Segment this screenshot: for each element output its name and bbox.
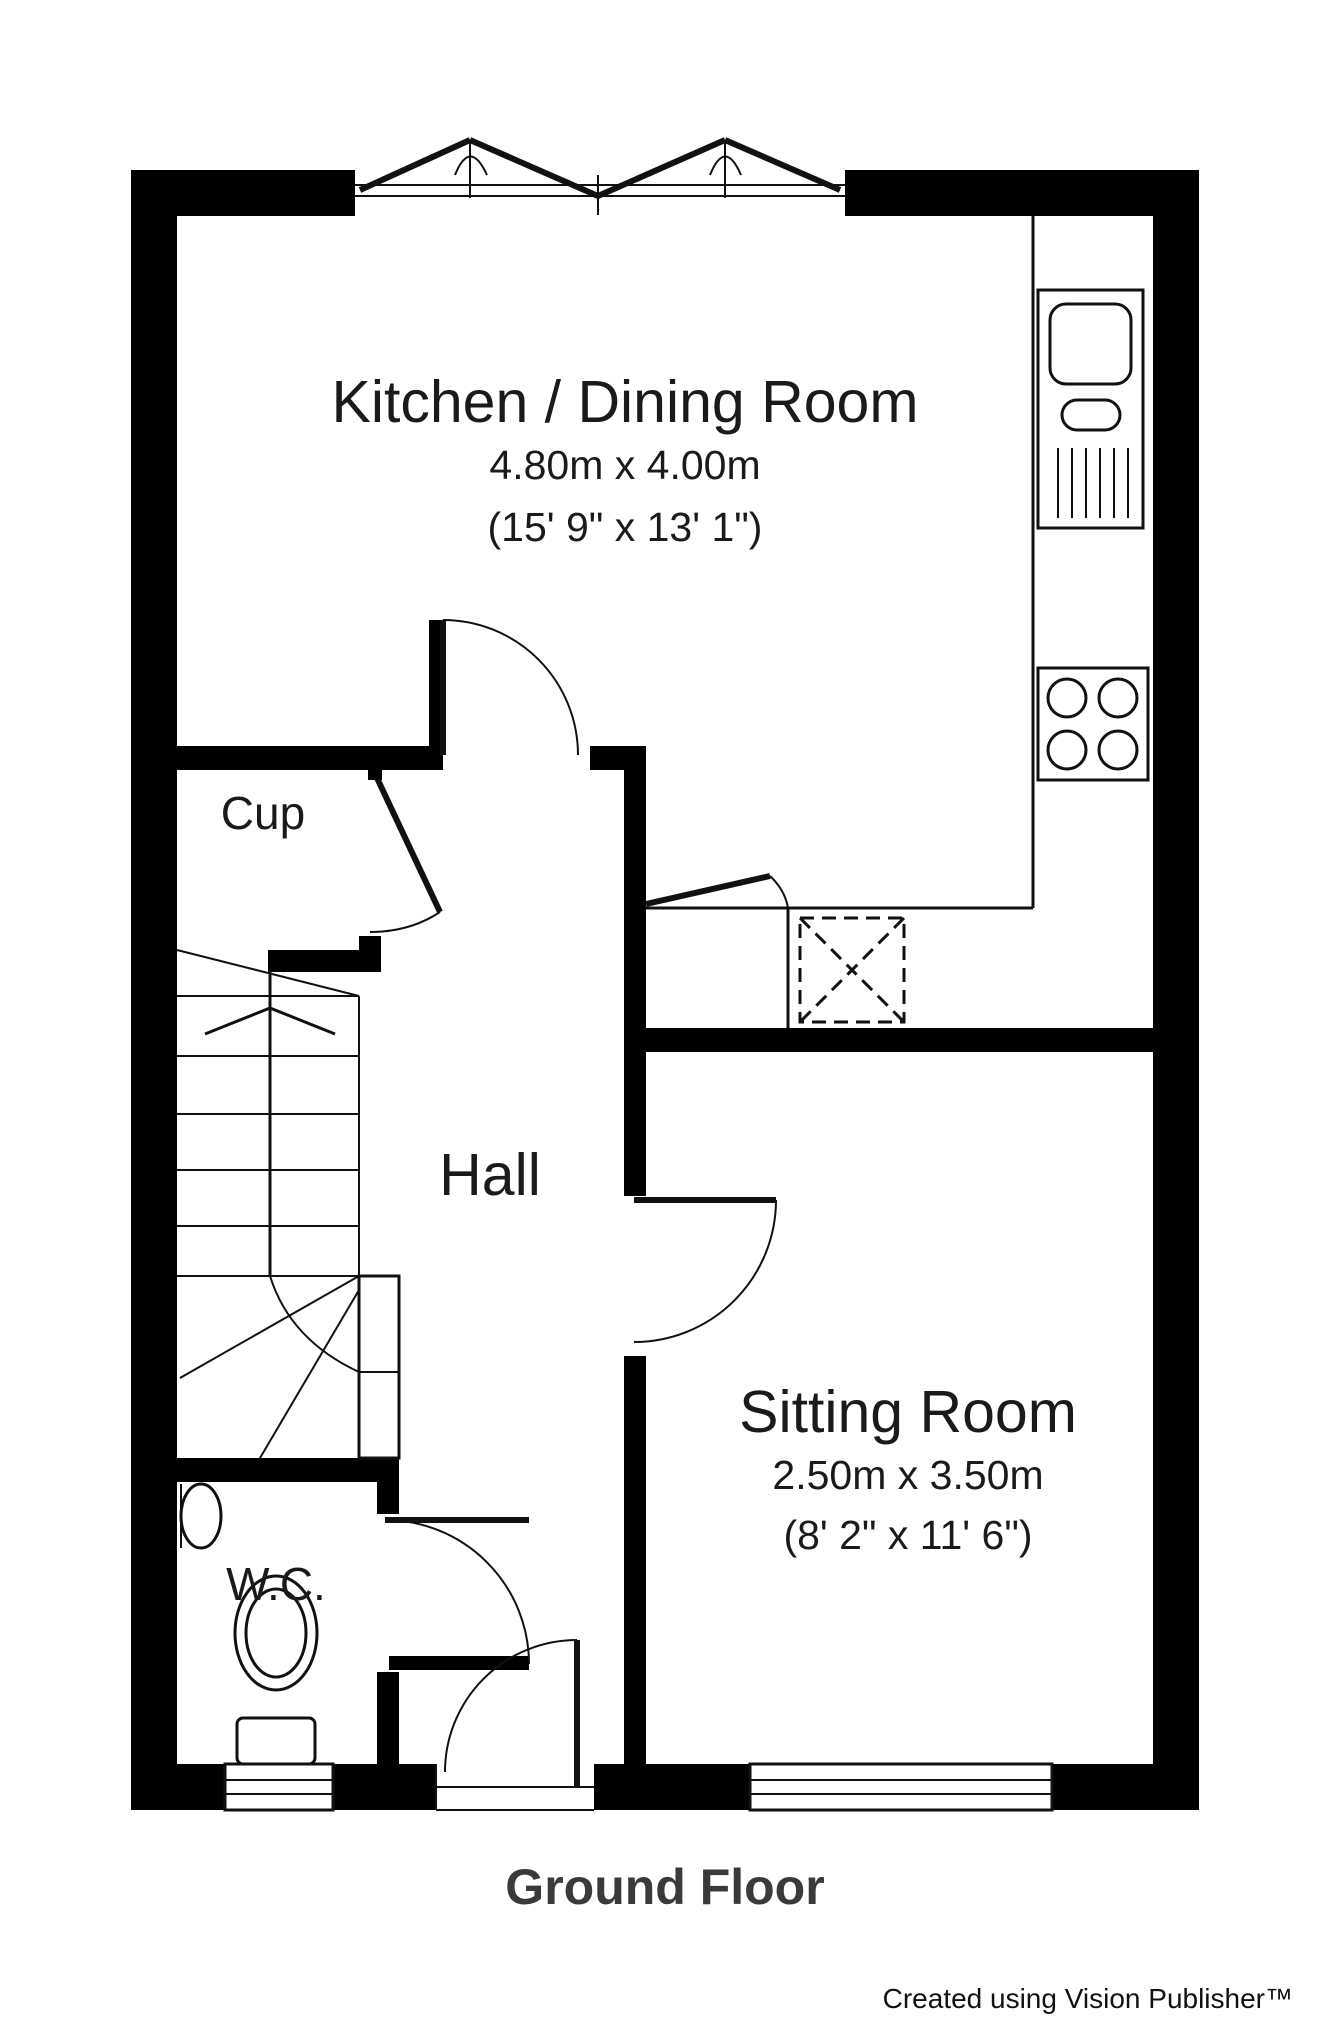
outer-walls	[131, 170, 1199, 1810]
stairs	[176, 949, 401, 1460]
boiler-door	[645, 873, 789, 909]
cupboard-door	[368, 770, 443, 933]
cupboard-bottom-wall	[268, 950, 381, 972]
hall-right-wall-top	[624, 746, 646, 1196]
sitting-room-metric: 2.50m x 3.50m	[772, 1452, 1043, 1498]
sitting-room-name: Sitting Room	[739, 1379, 1077, 1445]
cupboard-name: Cup	[221, 787, 305, 839]
wc-door	[384, 1517, 530, 1665]
wc-name: W.C.	[226, 1558, 326, 1610]
wc-top-wall	[131, 1458, 399, 1482]
bottom-wall-3	[594, 1764, 750, 1810]
wc-right-wall-top	[377, 1458, 399, 1514]
credit-text: Created using Vision Publisher™	[883, 1983, 1293, 2014]
wc-right-wall-bottom	[377, 1672, 399, 1764]
toilet-icon	[233, 1574, 319, 1766]
sitting-room-imperial: (8' 2" x 11' 6")	[783, 1512, 1032, 1558]
sitting-top-wall	[624, 1028, 1154, 1052]
door-stop-wall	[389, 1656, 529, 1670]
kitchen-imperial: (15' 9" x 13' 1")	[488, 504, 763, 550]
doors	[368, 619, 789, 1811]
top-wall-right	[845, 170, 1199, 216]
left-wall	[131, 170, 177, 1810]
kitchen-door	[440, 619, 579, 756]
kitchen-metric: 4.80m x 4.00m	[489, 442, 760, 488]
bifold-doors	[355, 137, 845, 215]
hall-name: Hall	[439, 1142, 541, 1208]
bottom-wall-1	[131, 1764, 225, 1810]
interior-walls	[131, 620, 1154, 1764]
wc-window	[223, 1762, 335, 1812]
boiler-cupboard-icon	[786, 908, 906, 1028]
hall-right-wall-bottom	[624, 1356, 646, 1764]
floor-title: Ground Floor	[505, 1859, 824, 1915]
sitting-room-window	[748, 1762, 1054, 1812]
kitchen-name: Kitchen / Dining Room	[331, 369, 918, 435]
cupboard-side-stub	[359, 936, 381, 972]
right-wall	[1153, 170, 1199, 1810]
kitchen-fittings	[646, 216, 1150, 1028]
bottom-wall-4	[1052, 1764, 1199, 1810]
kitchen-hall-stub-left	[429, 620, 443, 770]
sink-icon	[1036, 288, 1145, 530]
basin-icon	[179, 1482, 223, 1550]
windows	[223, 1762, 1054, 1812]
sitting-room-door	[633, 1197, 777, 1343]
hob-icon	[1036, 666, 1150, 782]
labels: Kitchen / Dining Room 4.80m x 4.00m (15'…	[221, 369, 1293, 2014]
front-door	[435, 1639, 594, 1811]
cupboard-top-wall	[131, 746, 429, 770]
bottom-wall-2	[333, 1764, 436, 1810]
